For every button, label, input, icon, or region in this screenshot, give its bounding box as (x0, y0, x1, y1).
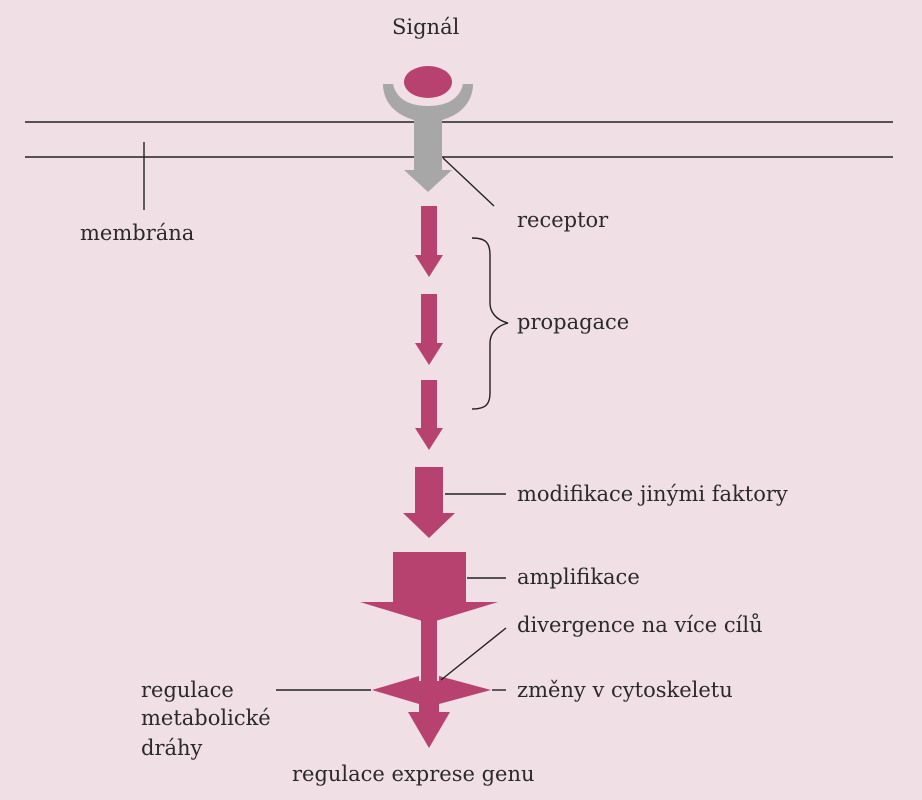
modification-label: modifikace jinými faktory (517, 482, 788, 506)
modification-arrow (403, 467, 455, 538)
signal-label: Signál (392, 15, 460, 39)
receptor-leader-line (442, 157, 495, 207)
cytoskeleton-label: změny v cytoskeletu (517, 678, 733, 702)
divergence-cross-arrow (372, 676, 491, 748)
receptor-label: receptor (517, 208, 609, 232)
metabolic-regulation-line-3: dráhy (141, 736, 203, 760)
metabolic-regulation-line-2: metabolické (141, 706, 271, 730)
divergence-leader-line (440, 627, 507, 681)
gene-expression-label: regulace exprese genu (292, 762, 535, 786)
divergence-label: divergence na více cílů (517, 613, 763, 637)
metabolic-regulation-line-1: regulace (141, 678, 234, 702)
amplification-label: amplifikace (517, 565, 640, 589)
propagation-label: propagace (517, 310, 630, 334)
propagation-arrow-2 (415, 294, 443, 365)
propagation-brace (471, 237, 509, 410)
signal-ligand (404, 66, 452, 98)
divergence-stem (421, 617, 437, 683)
propagation-arrow-1 (415, 206, 443, 277)
receptor-shape (383, 84, 473, 192)
membrane-label: membrána (80, 221, 195, 245)
propagation-arrow-3 (415, 380, 443, 450)
amplification-arrow (360, 552, 498, 623)
